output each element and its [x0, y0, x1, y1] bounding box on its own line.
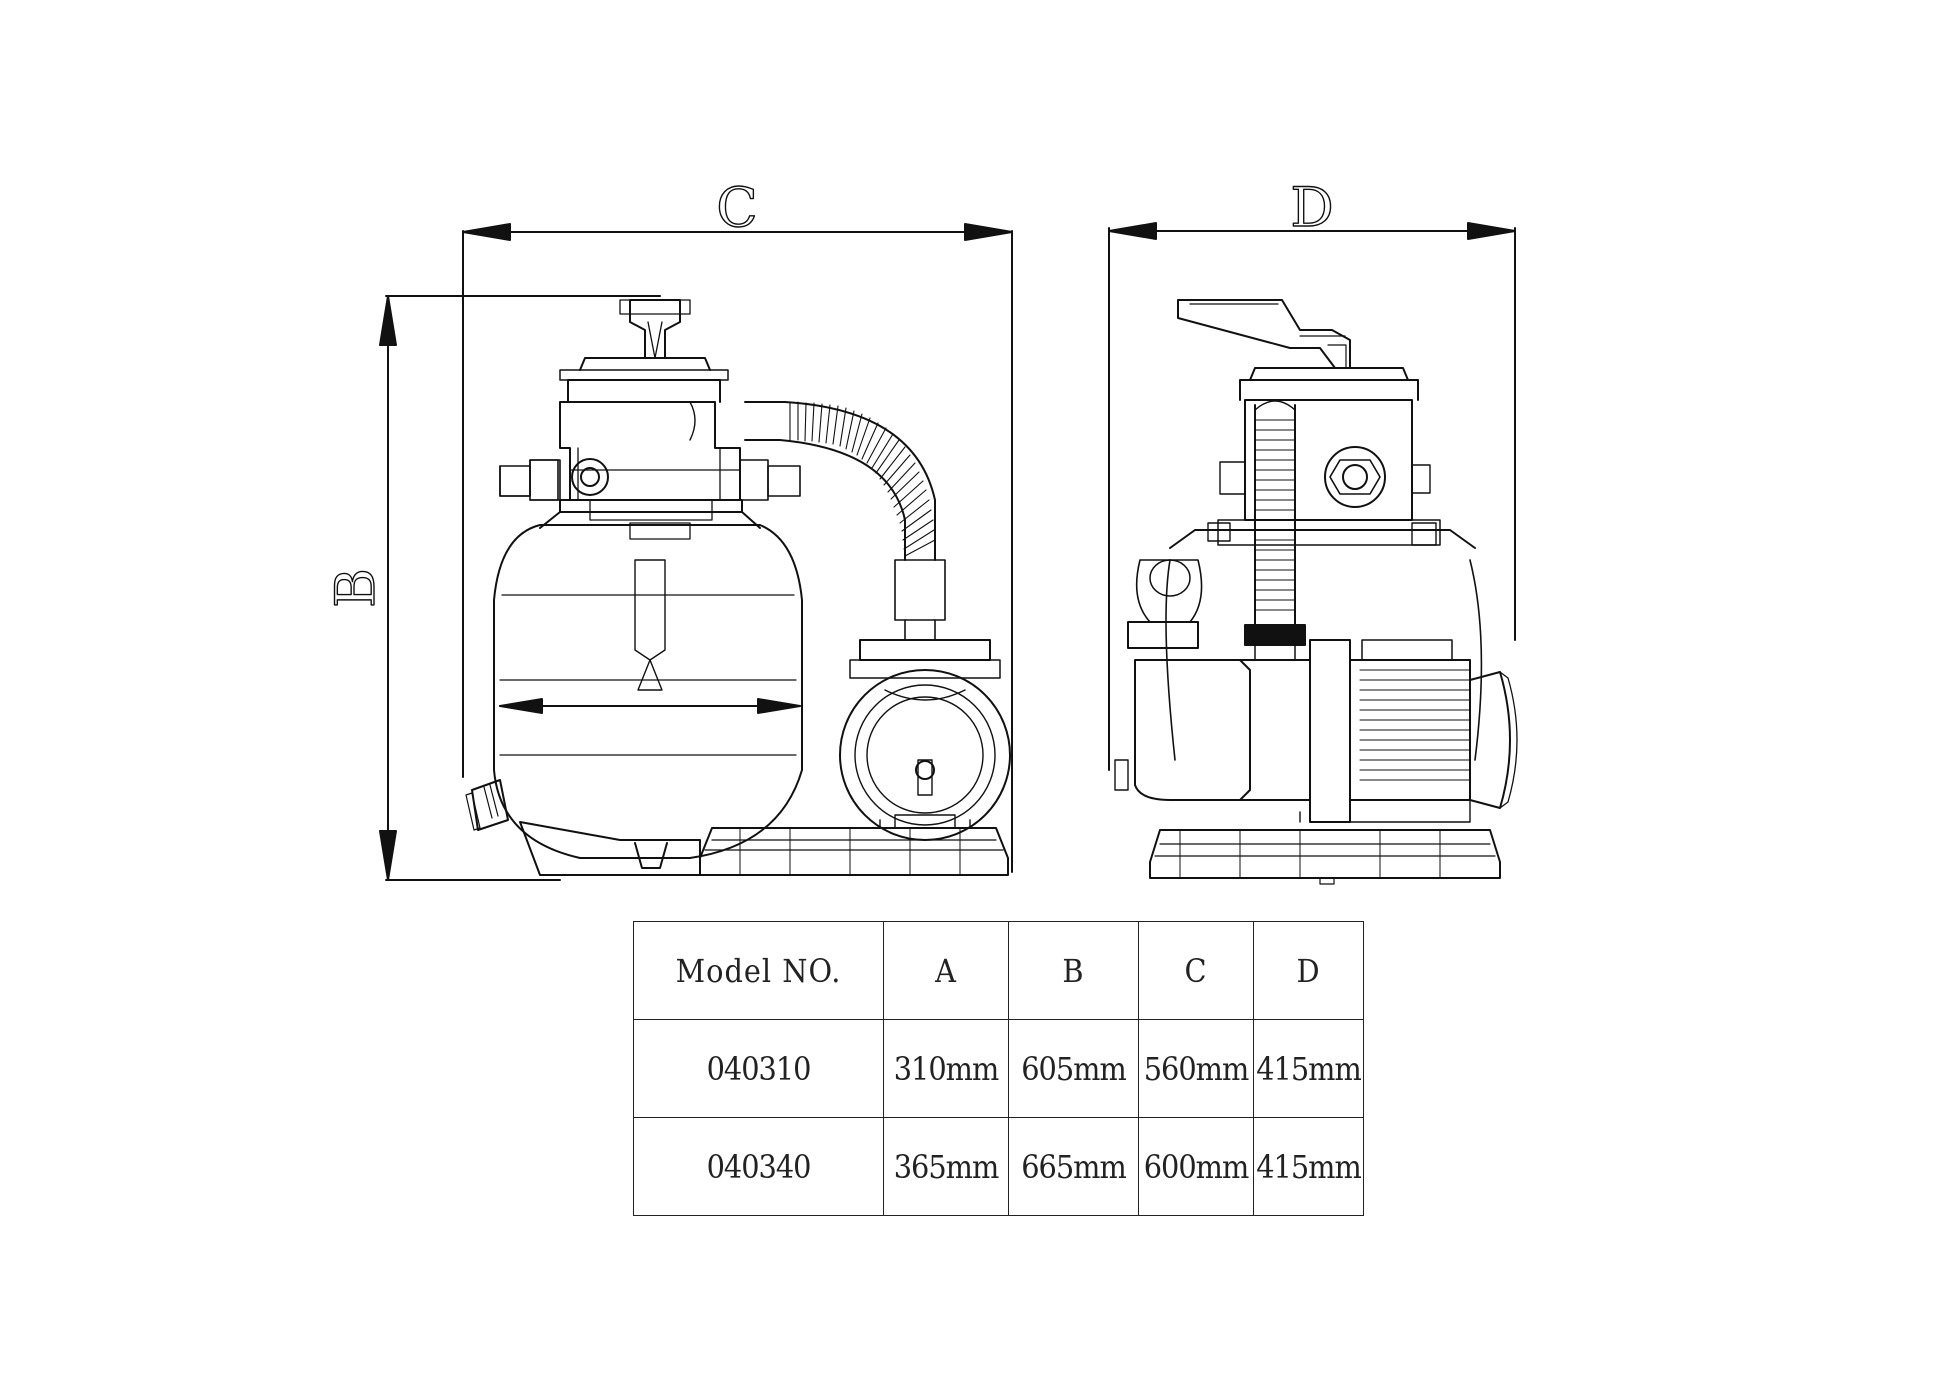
front-view: C B: [323, 175, 1013, 881]
pump-volute: [839, 669, 1011, 841]
hose-clamp: [1244, 624, 1306, 646]
dimension-c: C: [462, 175, 1013, 873]
header-a: A: [883, 921, 1009, 1020]
cell-b: 605mm: [1008, 1019, 1139, 1118]
dimension-b: B: [323, 295, 661, 881]
header-d: D: [1253, 921, 1364, 1020]
side-view: D: [1108, 175, 1518, 885]
cell-c: 600mm: [1138, 1117, 1254, 1216]
dimension-c-label: C: [716, 176, 757, 239]
filter-tank: [493, 524, 803, 859]
table-row: 040340 365mm 665mm 600mm 415mm: [633, 1117, 1364, 1216]
cell-model: 040340: [633, 1117, 884, 1216]
side-base-plate: [1149, 829, 1501, 879]
cell-c: 560mm: [1138, 1019, 1254, 1118]
dimension-b-label: B: [324, 568, 387, 608]
cell-model: 040310: [633, 1019, 884, 1118]
corrugated-hose: [744, 401, 936, 561]
header-b: B: [1008, 921, 1139, 1020]
drain-plug: [471, 779, 509, 831]
dimension-d: D: [1108, 175, 1516, 771]
cell-a: 310mm: [883, 1019, 1009, 1118]
cell-a: 365mm: [883, 1117, 1009, 1216]
dimension-d-label: D: [1290, 176, 1333, 239]
pump-housing: [859, 639, 991, 661]
strainer-housing: [1127, 621, 1199, 649]
cell-b: 665mm: [1008, 1117, 1139, 1216]
table-row: 040310 310mm 605mm 560mm 415mm: [633, 1019, 1364, 1118]
dimension-a-arrow: [499, 698, 801, 714]
tank-base: [519, 821, 701, 876]
header-c: C: [1138, 921, 1254, 1020]
front-base-plate: [699, 827, 1009, 876]
valve-port-center: [571, 458, 609, 496]
cell-d: 415mm: [1253, 1019, 1364, 1118]
valve-knob: [629, 299, 681, 359]
lever-handle: [1177, 299, 1351, 369]
table-header-row: Model NO. A B C D: [633, 921, 1364, 1020]
header-model-no: Model NO.: [633, 921, 884, 1020]
dimensions-table: Model NO. A B C D 040310 310mm 605mm 560…: [633, 921, 1364, 1216]
cell-d: 415mm: [1253, 1117, 1364, 1216]
side-hose: [1254, 400, 1296, 626]
